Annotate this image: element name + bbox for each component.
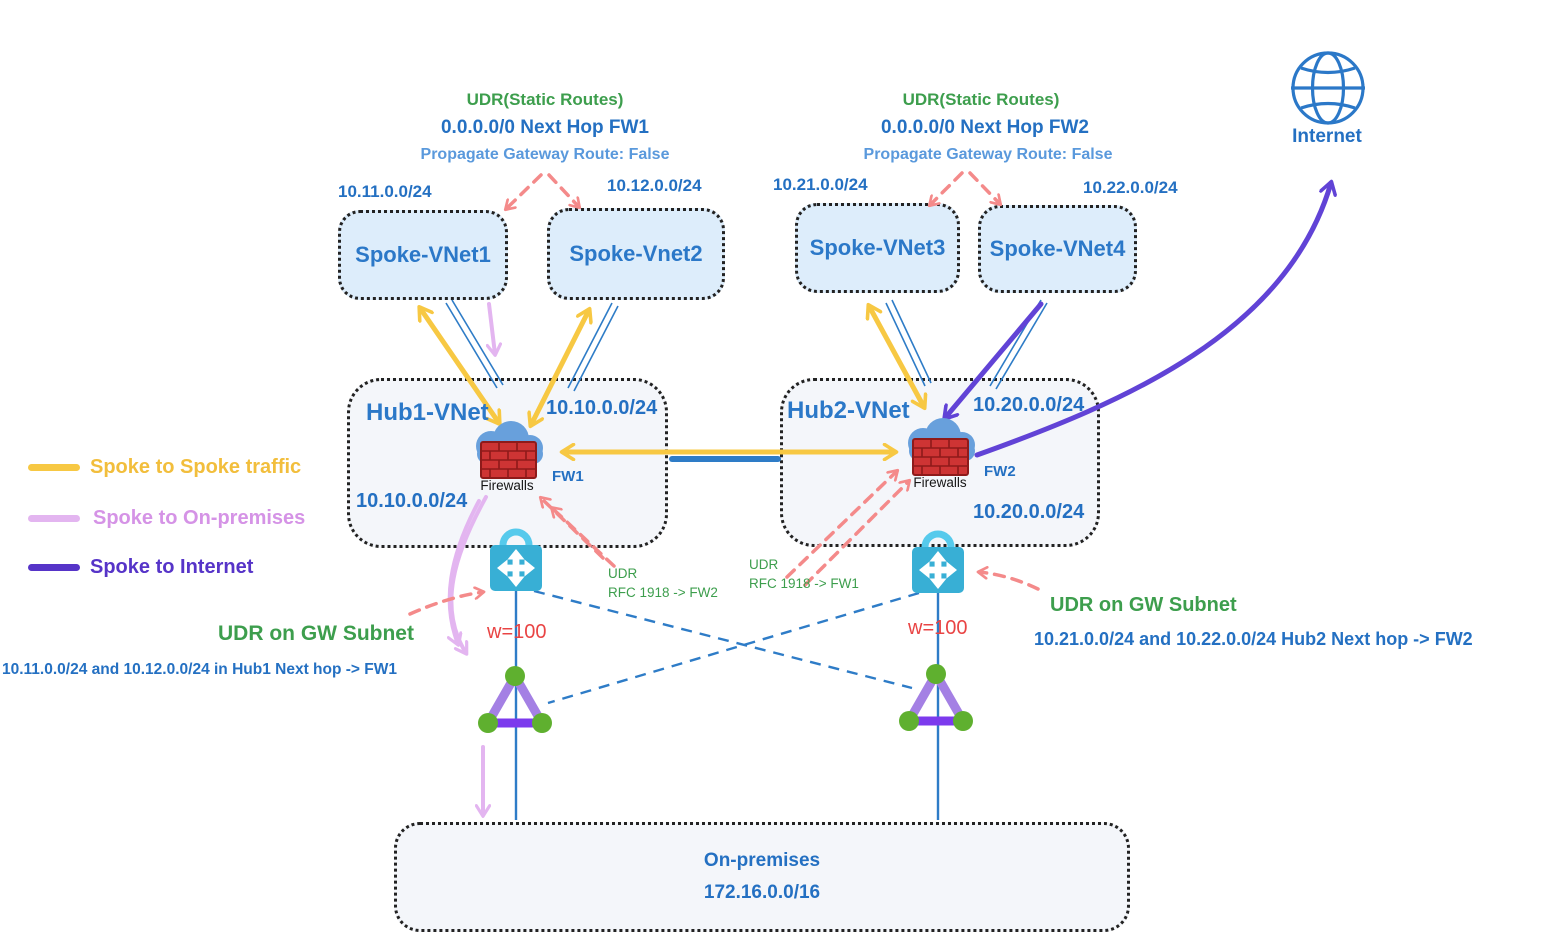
udr-static-left-propagate: Propagate Gateway Route: False <box>420 146 670 163</box>
spoke-vnet2-label: Spoke-Vnet2 <box>569 241 703 266</box>
udr-static-left-route: 0.0.0.0/0 Next Hop FW1 <box>440 117 650 138</box>
hub2-cidr-bottom: 10.20.0.0/24 <box>973 501 1085 523</box>
legend-spoke-to-spoke-line <box>28 464 80 471</box>
udr-rfc-left-note: UDR RFC 1918 -> FW2 <box>608 564 718 602</box>
hub1-gw-weight: w=100 <box>487 621 547 643</box>
on-premises-cidr: 172.16.0.0/16 <box>703 882 821 903</box>
hub1-cidr-top: 10.10.0.0/24 <box>546 397 658 419</box>
udr-static-right-route: 0.0.0.0/0 Next Hop FW2 <box>880 117 1090 138</box>
udr-arrows <box>408 171 1040 616</box>
spoke-vnet2-box: Spoke-Vnet2 <box>547 208 725 300</box>
legend-spoke-to-onprem-line <box>28 515 80 522</box>
spoke-vnet1-cidr: 10.11.0.0/24 <box>338 182 432 201</box>
udr-gw-right-title: UDR on GW Subnet <box>1050 594 1237 616</box>
spoke-vnet4-label: Spoke-VNet4 <box>989 236 1126 261</box>
spoke-vnet1-box: Spoke-VNet1 <box>338 210 508 300</box>
legend-spoke-to-spoke-label: Spoke to Spoke traffic <box>90 456 302 478</box>
fw1-label: FW1 <box>552 468 584 485</box>
firewalls2-caption: Firewalls <box>913 475 967 490</box>
gateway-cross-links <box>533 589 920 705</box>
firewalls1-caption: Firewalls <box>480 478 534 493</box>
udr-gw-left-detail: 10.11.0.0/24 and 10.12.0.0/24 in Hub1 Ne… <box>2 661 397 678</box>
udr-static-right-title: UDR(Static Routes) <box>902 90 1060 109</box>
spoke-to-internet-arrows <box>945 183 1331 458</box>
hub2-name: Hub2-VNet <box>787 397 910 424</box>
on-premises-box: On-premises 172.16.0.0/16 <box>394 822 1130 932</box>
udr-rfc-left-line1: UDR <box>608 566 638 581</box>
internet-label: Internet <box>1292 126 1362 147</box>
internet-globe-icon <box>1291 51 1365 125</box>
udr-rfc-right-line2: RFC 1918 -> FW1 <box>749 576 859 591</box>
legend-spoke-to-internet-label: Spoke to Internet <box>90 556 254 578</box>
hub2-cidr-top: 10.20.0.0/24 <box>973 394 1085 416</box>
hub1-name: Hub1-VNet <box>366 399 489 426</box>
spoke-vnet1-label: Spoke-VNet1 <box>355 242 491 267</box>
udr-rfc-right-note: UDR RFC 1918 -> FW1 <box>749 555 859 593</box>
gateway-onprem-lines <box>514 591 940 820</box>
legend-spoke-to-onprem-label: Spoke to On-premises <box>93 507 306 529</box>
spoke-vnet3-box: Spoke-VNet3 <box>795 203 960 293</box>
on-premises-label: On-premises <box>703 850 821 871</box>
udr-gw-left-title: UDR on GW Subnet <box>218 622 414 645</box>
spoke-vnet3-label: Spoke-VNet3 <box>809 235 946 260</box>
spoke-vnet3-cidr: 10.21.0.0/24 <box>773 175 868 194</box>
spoke-vnet4-box: Spoke-VNet4 <box>978 205 1137 293</box>
hub1-cidr-bottom: 10.10.0.0/24 <box>356 490 468 512</box>
udr-gw-right-detail: 10.21.0.0/24 and 10.22.0.0/24 Hub2 Next … <box>1034 629 1473 649</box>
spoke-vnet4-cidr: 10.22.0.0/24 <box>1083 178 1178 197</box>
legend-spoke-to-internet-line <box>28 564 80 571</box>
udr-rfc-left-line2: RFC 1918 -> FW2 <box>608 585 718 600</box>
udr-static-left-title: UDR(Static Routes) <box>466 90 624 109</box>
udr-rfc-right-line1: UDR <box>749 557 779 572</box>
udr-static-right-propagate: Propagate Gateway Route: False <box>863 146 1113 163</box>
fw2-label: FW2 <box>984 463 1016 480</box>
hub2-gw-weight: w=100 <box>908 617 968 639</box>
spoke-to-spoke-arrows <box>420 306 924 452</box>
spoke-to-onprem-arrows <box>450 302 495 815</box>
spoke-vnet2-cidr: 10.12.0.0/24 <box>607 176 702 195</box>
